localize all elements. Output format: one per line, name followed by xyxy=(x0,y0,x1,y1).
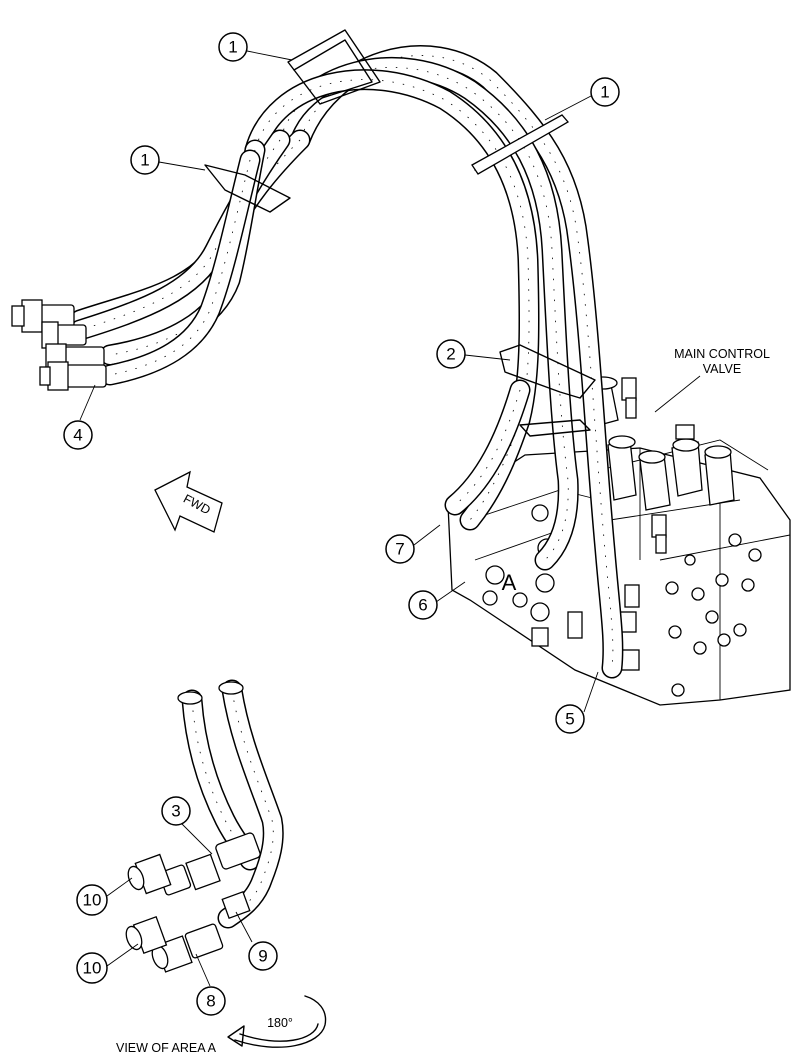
hose-bundle xyxy=(69,45,624,679)
callout-4: 4 xyxy=(63,420,93,450)
view-caption: VIEW OF AREA A xyxy=(116,1041,217,1055)
callouts: 1 1 1 2 4 7 6 5 xyxy=(63,32,620,1016)
svg-text:4: 4 xyxy=(73,426,82,445)
callout-1-left: 1 xyxy=(130,145,160,175)
svg-text:6: 6 xyxy=(418,596,427,615)
main-control-valve-label-line2: VALVE xyxy=(703,362,741,376)
callout-6: 6 xyxy=(408,590,438,620)
callout-7: 7 xyxy=(385,534,415,564)
svg-text:2: 2 xyxy=(446,345,455,364)
rotation-arrow-180: 180° xyxy=(227,995,327,1048)
callout-1-right: 1 xyxy=(590,77,620,107)
svg-text:3: 3 xyxy=(171,802,180,821)
callout-10-lower: 10 xyxy=(76,952,108,984)
area-a-marker: A xyxy=(502,570,517,595)
callout-3: 3 xyxy=(161,796,191,826)
svg-text:1: 1 xyxy=(228,38,237,57)
svg-text:9: 9 xyxy=(258,947,267,966)
svg-text:8: 8 xyxy=(206,992,215,1011)
svg-text:5: 5 xyxy=(565,710,574,729)
valve-bolts xyxy=(665,533,762,697)
svg-text:1: 1 xyxy=(140,151,149,170)
detail-view-area-a xyxy=(125,679,284,973)
hose-end-fittings xyxy=(11,299,107,391)
callout-5: 5 xyxy=(555,704,585,734)
callout-1-top: 1 xyxy=(218,32,248,62)
main-control-valve: A xyxy=(447,376,791,706)
callout-2: 2 xyxy=(436,339,466,369)
callout-8: 8 xyxy=(196,986,226,1016)
callout-leaders xyxy=(79,50,599,987)
svg-text:10: 10 xyxy=(83,891,102,910)
main-control-valve-label-line1: MAIN CONTROL xyxy=(674,347,770,361)
svg-text:7: 7 xyxy=(395,540,404,559)
callout-9: 9 xyxy=(248,941,278,971)
svg-text:1: 1 xyxy=(600,83,609,102)
forward-direction-arrow: FWD xyxy=(154,470,223,533)
valve-top-cylinders xyxy=(587,376,735,511)
rotation-label: 180° xyxy=(267,1016,293,1030)
callout-10-upper: 10 xyxy=(76,884,108,916)
svg-text:10: 10 xyxy=(83,959,102,978)
hose-clamps xyxy=(204,29,596,437)
